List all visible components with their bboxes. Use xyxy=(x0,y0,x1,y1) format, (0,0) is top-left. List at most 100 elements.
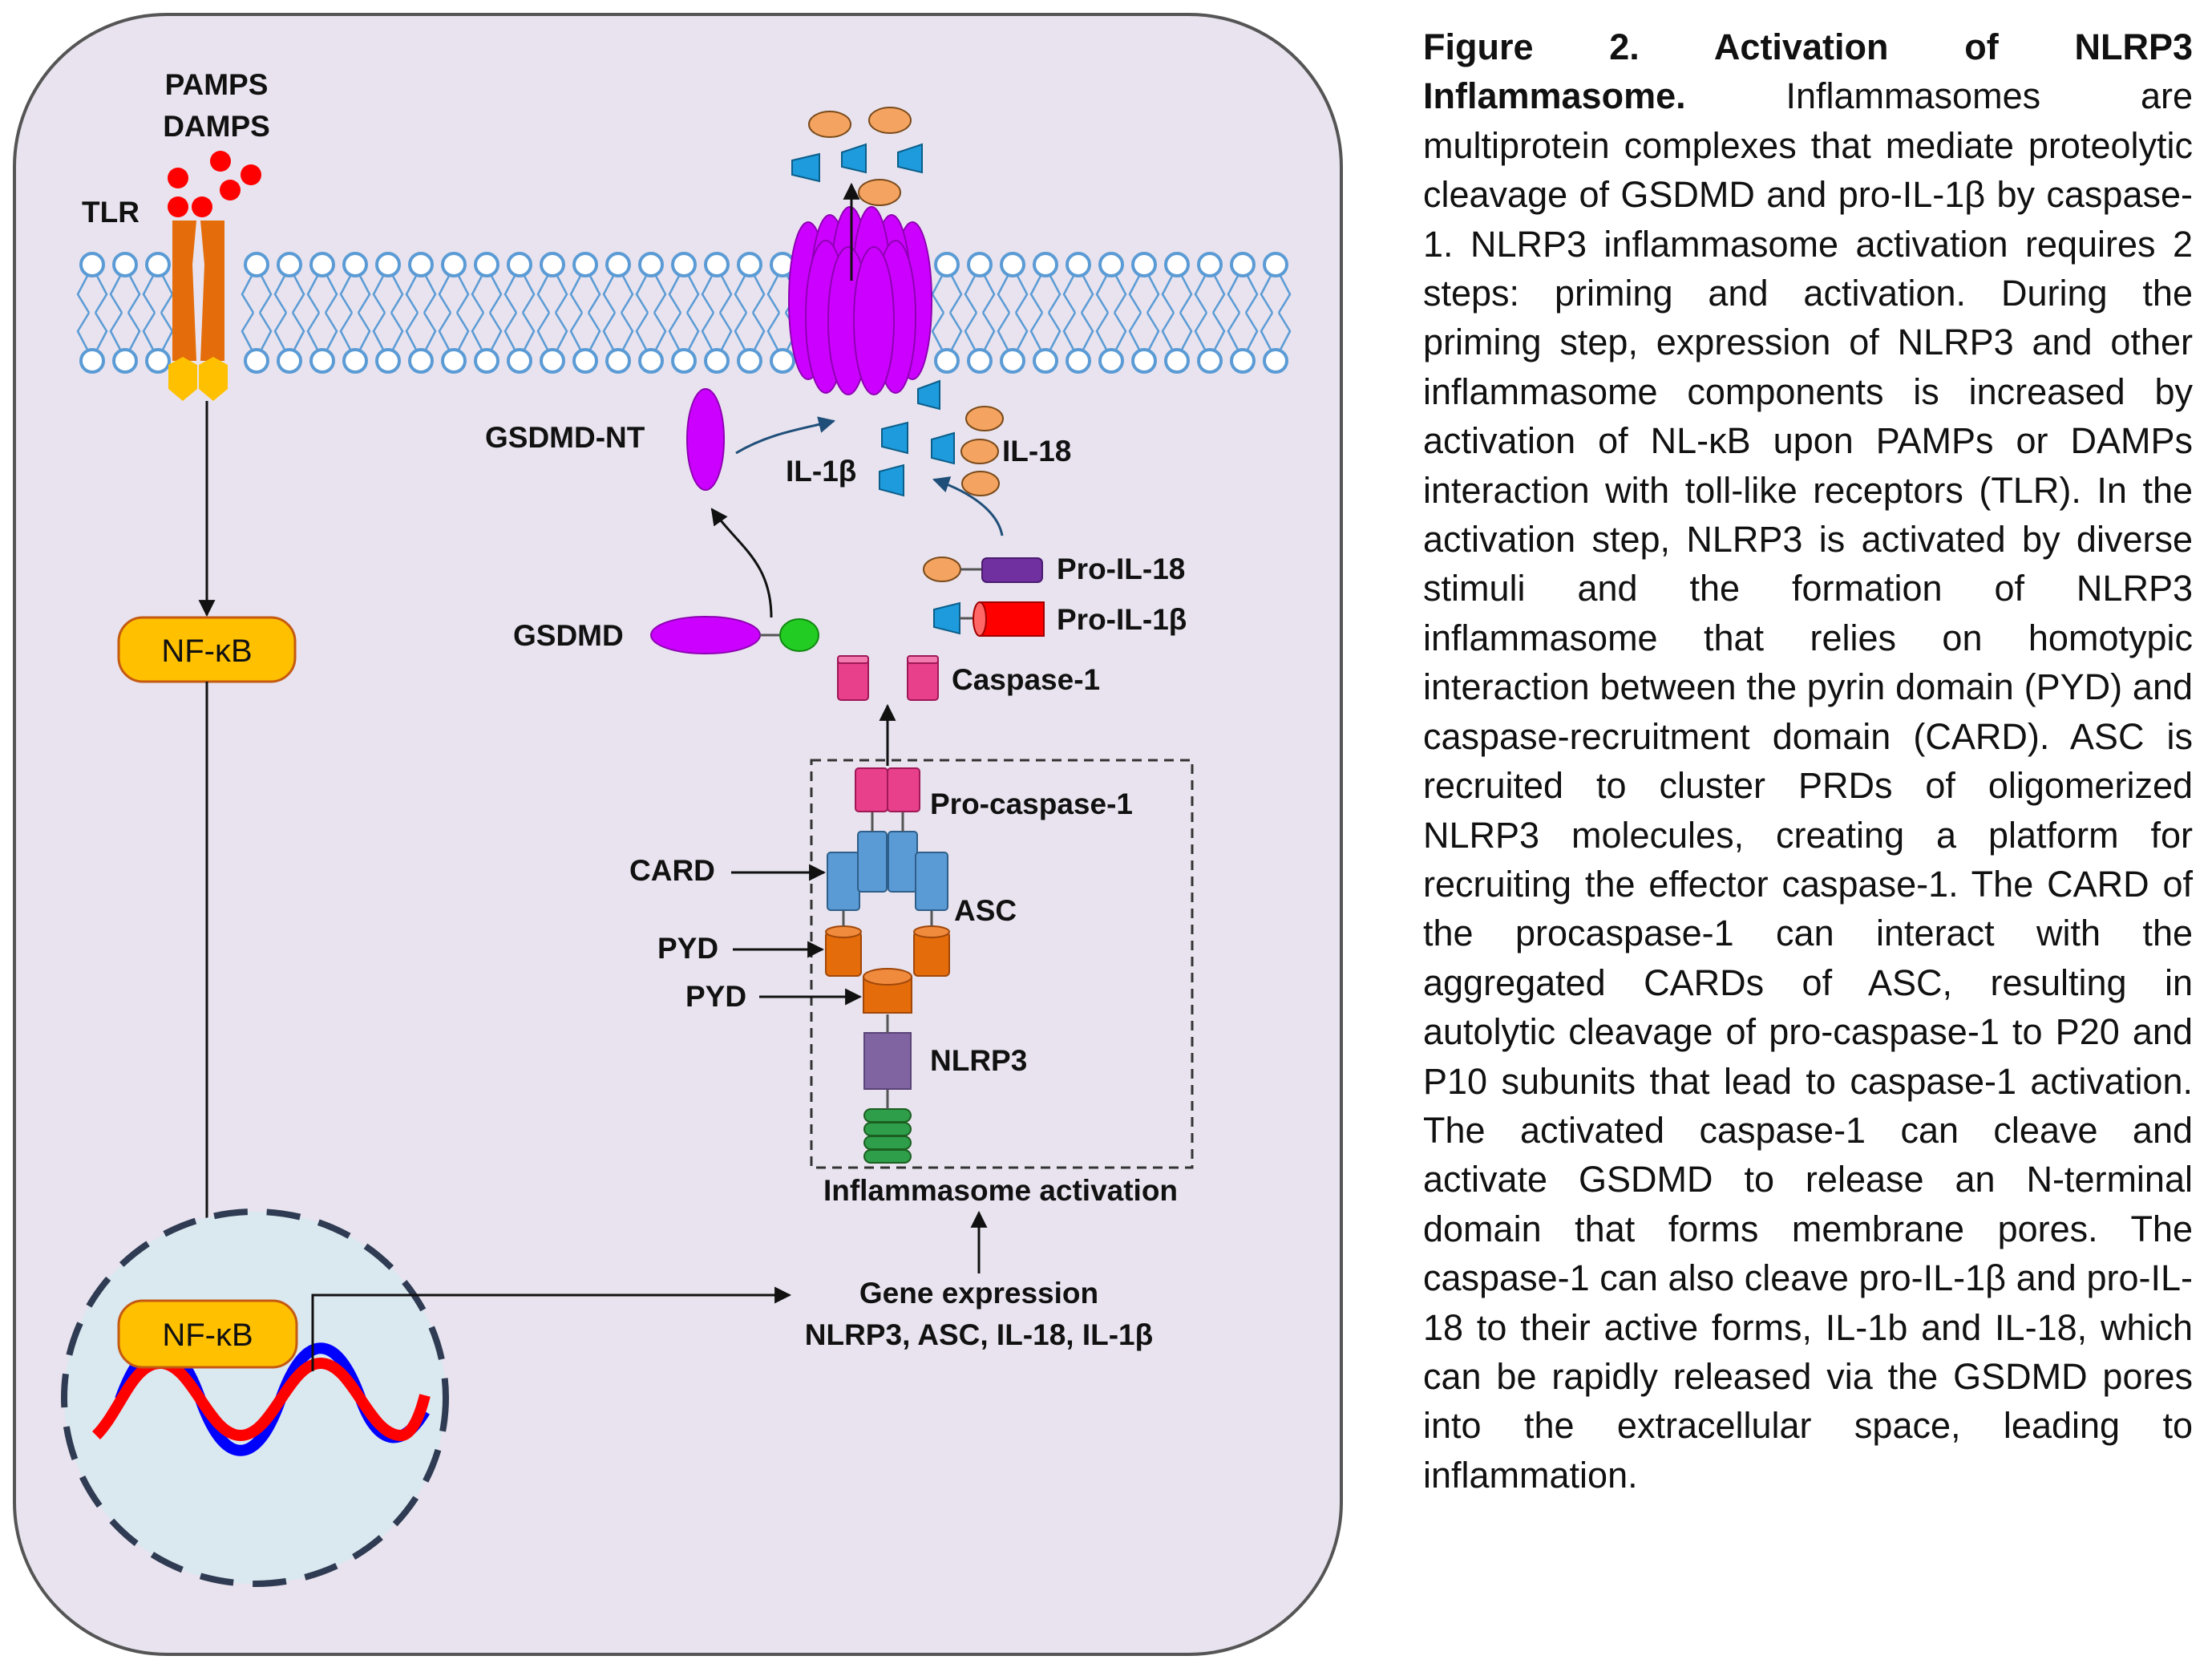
lipid-head xyxy=(704,252,730,277)
lipid-tail xyxy=(1194,275,1226,314)
lipid-head xyxy=(1033,252,1058,277)
lipid-tail xyxy=(997,312,1029,350)
lipid-head xyxy=(1131,348,1157,374)
lipid-head xyxy=(1000,348,1025,374)
lipid-tail xyxy=(503,312,536,350)
lipid-head xyxy=(507,252,532,277)
lipid-head xyxy=(1164,348,1190,374)
lipid-head xyxy=(1230,348,1256,374)
lipid-head xyxy=(1263,252,1288,277)
lipid-tail xyxy=(964,312,996,350)
card-label: CARD xyxy=(629,854,715,887)
lipid-head xyxy=(112,348,138,374)
lipid-tail xyxy=(241,312,273,350)
pro-il18-label: Pro-IL-18 xyxy=(1057,553,1185,585)
lipid-tail xyxy=(503,275,536,314)
lipid-head xyxy=(540,252,565,277)
released-il1b xyxy=(791,143,923,183)
lipid-tail xyxy=(241,275,273,314)
lipid-tail xyxy=(569,275,601,314)
figure-caption: Figure 2. Activation of NLRP3 Inflammaso… xyxy=(1423,22,2193,1500)
lipid-head xyxy=(967,252,993,277)
lipid-head xyxy=(309,252,335,277)
pro-caspase-1-label: Pro-caspase-1 xyxy=(930,787,1133,820)
lipid-head xyxy=(1033,348,1058,374)
lipid-tail xyxy=(306,275,338,314)
lipid-head xyxy=(408,252,434,277)
gsdmd-nt xyxy=(686,388,725,491)
nlrp3-label: NLRP3 xyxy=(930,1044,1027,1077)
lipid-tail xyxy=(1260,312,1292,350)
asc-pyd-left xyxy=(825,925,862,977)
lipid-head xyxy=(145,348,171,374)
lipid-tail xyxy=(997,275,1029,314)
il18-label: IL-18 xyxy=(1002,435,1071,468)
lipid-head xyxy=(375,252,401,277)
pro-il1b-head xyxy=(933,601,960,635)
lipid-tail xyxy=(536,312,568,350)
nfkb-nucleus xyxy=(117,1299,298,1369)
lipid-tail xyxy=(734,275,766,314)
released-il18 xyxy=(808,107,912,206)
lipid-tail xyxy=(668,275,700,314)
lipid-head xyxy=(605,252,631,277)
lipid-head xyxy=(605,348,631,374)
lipid-head xyxy=(145,252,171,277)
lipid-tail xyxy=(76,312,108,350)
lipid-head xyxy=(79,348,105,374)
lipid-tail xyxy=(405,275,437,314)
lipid-head xyxy=(112,252,138,277)
lipid-tail xyxy=(339,275,371,314)
lipid-head xyxy=(441,348,467,374)
lipid-tail xyxy=(1128,275,1160,314)
lipid-tail xyxy=(1161,312,1193,350)
lipid-head xyxy=(638,348,664,374)
lipid-tail xyxy=(76,275,108,314)
lipid-tail xyxy=(372,312,404,350)
lipid-head xyxy=(934,252,960,277)
lipid-head xyxy=(507,348,532,374)
gsdmd-nt-label: GSDMD-NT xyxy=(485,421,645,454)
nlrp3-pyd xyxy=(863,968,912,1014)
lipid-head xyxy=(474,252,499,277)
lipid-head xyxy=(934,348,960,374)
asc-card-domains xyxy=(827,831,948,911)
lipid-head xyxy=(967,348,993,374)
nlrp3-protein xyxy=(863,1032,912,1090)
pamps-damps-ligands xyxy=(168,151,261,217)
lipid-tail xyxy=(668,312,700,350)
lipid-head xyxy=(474,348,499,374)
lipid-head xyxy=(737,348,762,374)
tlr-receptor xyxy=(168,221,228,401)
asc-label: ASC xyxy=(954,894,1017,927)
lipid-tail xyxy=(931,275,963,314)
lipid-head xyxy=(1131,252,1157,277)
il18-cluster xyxy=(960,406,1004,496)
lipid-tail xyxy=(1227,275,1259,314)
caption-body: Inflammasomes are multiprotein complexes… xyxy=(1423,75,2193,1496)
pamps-label: PAMPS xyxy=(165,68,269,101)
lipid-tail xyxy=(635,275,667,314)
lipid-head xyxy=(671,348,697,374)
lipid-tail xyxy=(273,275,305,314)
arrow-pro-to-active xyxy=(932,476,1004,536)
lipid-tail xyxy=(372,275,404,314)
caspase-1-active xyxy=(837,655,939,701)
gsdmd-label: GSDMD xyxy=(513,619,624,652)
lipid-head xyxy=(79,252,105,277)
inflammasome-box xyxy=(810,759,1194,1169)
lipid-head xyxy=(277,348,302,374)
nfkb-cytoplasm-label: NF-κB xyxy=(161,634,252,669)
arrow-to-gene-expression xyxy=(311,1286,792,1371)
gene-expression-label: Gene expression xyxy=(859,1277,1098,1310)
lipid-tail xyxy=(536,275,568,314)
lipid-tail xyxy=(1029,275,1062,314)
caspase-1-label: Caspase-1 xyxy=(952,663,1100,696)
lipid-head xyxy=(1197,348,1223,374)
lipid-head xyxy=(1066,252,1091,277)
lipid-tail xyxy=(339,312,371,350)
arrow-gsdmd-to-nt xyxy=(710,508,773,618)
lipid-head xyxy=(1230,252,1256,277)
nfkb-nucleus-label: NF-κB xyxy=(162,1318,253,1353)
lipid-head xyxy=(1098,252,1124,277)
